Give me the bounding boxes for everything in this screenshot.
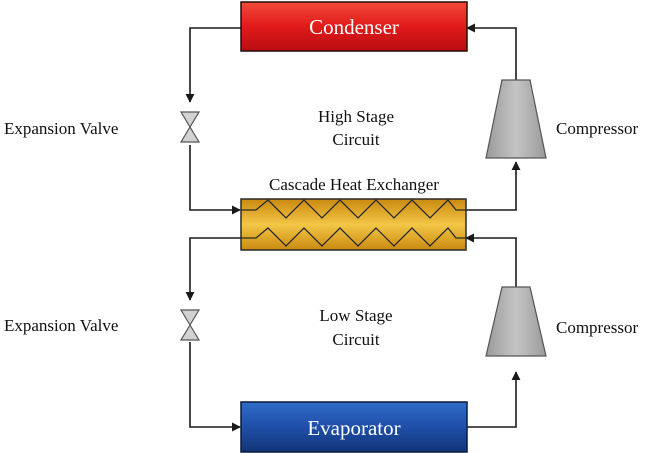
compressor-bottom-label: Compressor (556, 318, 639, 337)
low-stage-label-line2: Circuit (332, 330, 380, 349)
pipe-evaporator-to-compressor-bottom (467, 371, 521, 428)
cascade-heat-exchanger (240, 198, 467, 251)
low-stage-label-line1: Low Stage (319, 306, 393, 325)
exchanger-coil-bottom (241, 227, 466, 247)
high-stage-label-line1: High Stage (317, 107, 395, 126)
condenser-label: Condenser (309, 15, 399, 39)
trapezoid-compressor-icon (485, 286, 547, 357)
pipe-condenser-to-valve-top (185, 27, 241, 103)
pipe-compressor-bottom-to-exchanger (465, 233, 517, 287)
pipe-valve-top-to-exchanger (189, 145, 241, 215)
exchanger-label: Cascade Heat Exchanger (269, 175, 439, 194)
pipe-compressor-top-to-condenser (466, 23, 517, 80)
expansion-valve-top-label: Expansion Valve (4, 119, 119, 138)
pipe-valve-bottom-to-evaporator (189, 342, 241, 432)
condenser: Condenser (240, 1, 468, 52)
bowtie-valve-icon (179, 309, 201, 341)
evaporator: Evaporator (240, 401, 468, 453)
pipe-exchanger-to-compressor-top (464, 161, 521, 211)
trapezoid-compressor-icon (485, 79, 547, 159)
evaporator-label: Evaporator (307, 416, 400, 440)
condenser-box (240, 1, 468, 52)
pipe-exchanger-to-valve-bottom (185, 237, 241, 301)
exchanger-coil-top (241, 199, 466, 219)
high-stage-label-line2: Circuit (332, 130, 380, 149)
evaporator-box (240, 401, 468, 453)
compressor-top-label: Compressor (556, 119, 639, 138)
expansion-valve-bottom-label: Expansion Valve (4, 316, 119, 335)
bowtie-valve-icon (179, 111, 201, 143)
